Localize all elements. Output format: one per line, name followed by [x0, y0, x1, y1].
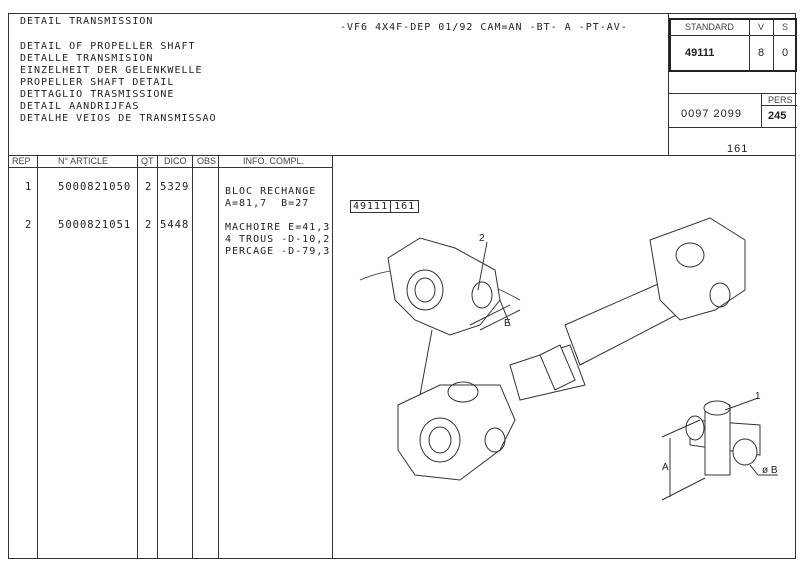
translation: DETAIL AANDRIJFAS [20, 101, 140, 112]
col-header-article: N° ARTICLE [58, 156, 108, 166]
article-number[interactable]: 5000821050 [58, 181, 132, 193]
yoke-detail [387, 237, 501, 336]
rep: 2 [25, 219, 33, 231]
standard-value: 49111 [685, 47, 715, 59]
col-header-dico: DICO [164, 156, 187, 166]
info: BLOC RECHANGE [225, 186, 317, 197]
label-dim-e: E [504, 318, 511, 329]
ref-page: 161 [394, 201, 416, 212]
quantity: 2 [145, 181, 153, 193]
rep: 1 [25, 181, 33, 193]
info-block: STANDARD V S 49111 8 0 PERS 245 0097 209… [668, 13, 797, 156]
universal-joint-spider [685, 400, 761, 476]
s-label: S [782, 22, 789, 32]
info: 4 TROUS -D-10,2 [225, 234, 331, 245]
dico: 5329 [160, 181, 190, 193]
pers-label: PERS [768, 95, 793, 105]
shaft [397, 217, 746, 481]
col-header-qt: QT [141, 156, 154, 166]
s-value: 0 [782, 47, 789, 59]
quantity: 2 [145, 219, 153, 231]
page-number: 161 [727, 143, 749, 155]
translation: PROPELLER SHAFT DETAIL [20, 77, 175, 88]
translation: DETALHE VEIOS DE TRANSMISSAO [20, 113, 217, 124]
info: MACHOIRE E=41,3 [225, 222, 331, 233]
page-frame [8, 13, 796, 559]
v-value: 8 [758, 47, 765, 59]
translation: DETALLE TRANSMISION [20, 53, 154, 64]
label-dim-a: A [662, 462, 669, 473]
ref-standard: 49111 [351, 201, 392, 212]
col-header-rep: REP [12, 156, 31, 166]
translation: EINZELHEIT DER GELENKWELLE [20, 65, 203, 76]
label-item-2: 2 [479, 233, 485, 244]
info: A=81,7 B=27 [225, 198, 310, 209]
header-divider [8, 155, 796, 156]
standard-box [669, 18, 797, 72]
propeller-shaft-drawing: 2 E 1 A ø B [359, 217, 778, 501]
translation: DETAIL OF PROPELLER SHAFT [20, 41, 196, 52]
v-label: V [758, 22, 765, 32]
applicability-code: -VF6 4X4F-DEP 01/92 CAM=AN -BT- A -PT-AV… [340, 22, 628, 33]
label-item-1: 1 [755, 391, 761, 402]
pers-value: 245 [768, 110, 787, 122]
translations: DETAIL OF PROPELLER SHAFT DETALLE TRANSM… [20, 41, 217, 125]
article-number[interactable]: 5000821051 [58, 219, 132, 231]
col-header-info: INFO. COMPL. [243, 156, 305, 166]
standard-label: STANDARD [685, 22, 734, 32]
label-dim-b: ø B [762, 465, 778, 476]
page-title: DETAIL TRANSMISSION [20, 16, 154, 27]
drawing-reference: 49111 161 [350, 200, 420, 213]
translation: DETTAGLIO TRASMISSIONE [20, 89, 175, 100]
info: PERCAGE -D-79,3 [225, 246, 331, 257]
col-header-obs: OBS [197, 156, 217, 166]
catalog-code: 0097 2099 [681, 108, 742, 120]
dico: 5448 [160, 219, 190, 231]
